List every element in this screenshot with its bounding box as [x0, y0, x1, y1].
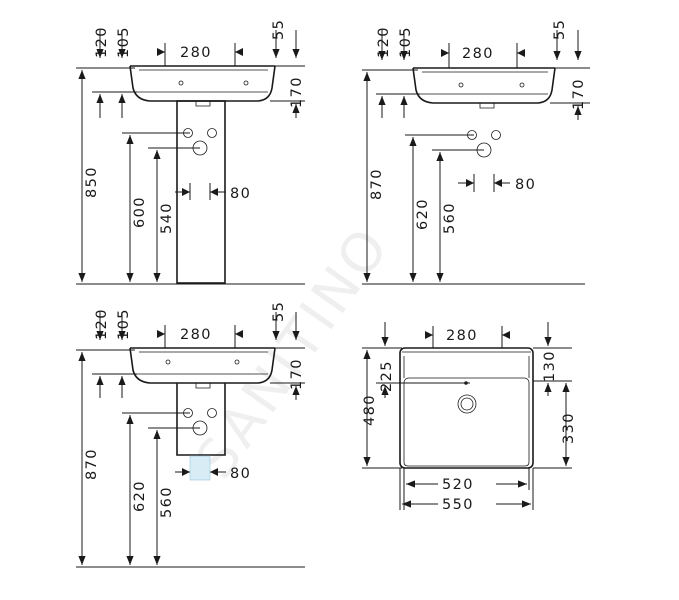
dim-170: 170	[571, 78, 587, 110]
dim-280: 280	[180, 327, 212, 343]
dim-850: 850	[84, 166, 100, 198]
dim-120: 120	[376, 26, 392, 58]
dim-480: 480	[362, 394, 378, 426]
view-top: 280 225 480 130 330 520 550	[362, 322, 577, 513]
view-wall-hung: 120 105 280 55 170 870 620 560 80	[362, 19, 590, 285]
dim-600: 600	[132, 196, 148, 228]
dim-170: 170	[289, 76, 305, 108]
basin-top-outline	[399, 347, 534, 469]
view-pedestal: 120 105 280 55 170 850 600 540 80	[76, 19, 305, 285]
dim-55: 55	[271, 19, 287, 40]
dim-520: 520	[442, 477, 474, 493]
half-pedestal	[176, 383, 226, 456]
dim-870: 870	[84, 448, 100, 480]
dim-170: 170	[289, 358, 305, 390]
dim-870: 870	[369, 168, 385, 200]
dim-105: 105	[116, 26, 132, 58]
dim-560: 560	[159, 486, 175, 518]
wall-pipe	[189, 455, 211, 481]
dim-105: 105	[398, 26, 414, 58]
dim-280: 280	[462, 46, 494, 62]
dim-620: 620	[415, 198, 431, 230]
dim-280: 280	[446, 328, 478, 344]
dim-130: 130	[542, 350, 558, 382]
dim-330: 330	[561, 412, 577, 444]
dim-80: 80	[230, 186, 251, 202]
dim-550: 550	[442, 497, 474, 513]
dim-120: 120	[94, 26, 110, 58]
dim-540: 540	[159, 202, 175, 234]
dim-225: 225	[379, 360, 395, 392]
basin-outline	[129, 347, 276, 384]
dim-120: 120	[94, 308, 110, 340]
dim-80: 80	[230, 466, 251, 482]
dim-55: 55	[552, 19, 568, 40]
basin-outline	[412, 67, 556, 104]
dim-280: 280	[180, 45, 212, 61]
view-half-pedestal: 120 105 280 55 170 870 620 560 80	[76, 301, 305, 568]
dim-560: 560	[442, 202, 458, 234]
dim-55: 55	[271, 301, 287, 322]
basin-outline	[129, 65, 276, 102]
dim-620: 620	[132, 480, 148, 512]
dim-105: 105	[116, 308, 132, 340]
dim-80: 80	[515, 177, 536, 193]
